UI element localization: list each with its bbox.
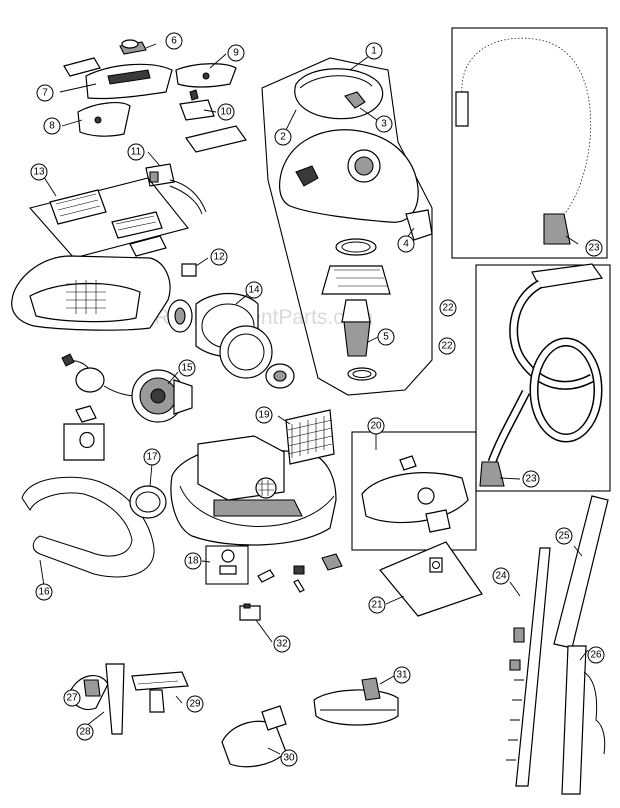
callout-17: 17	[143, 448, 161, 466]
callout-label-20: 20	[370, 421, 382, 432]
hose-assembly-box-a	[451, 27, 608, 259]
callout-19: 19	[255, 406, 273, 424]
callout-label-15: 15	[181, 363, 193, 374]
callout-23a: 23	[585, 239, 603, 257]
callout-18: 18	[184, 552, 202, 570]
motor-housing	[11, 255, 171, 331]
grille-filter	[277, 409, 335, 465]
callout-31: 31	[393, 666, 411, 684]
callout-label-30: 30	[283, 753, 295, 764]
callout-label-21: 21	[371, 600, 383, 611]
callout-label-25: 25	[558, 531, 570, 542]
callout-label-19: 19	[258, 410, 270, 421]
callout-12: 12	[210, 248, 228, 266]
callout-22a: 22	[439, 299, 457, 317]
motor-cord-group	[61, 353, 193, 461]
callout-label-26: 26	[590, 650, 602, 661]
callout-9: 9	[227, 44, 245, 62]
callout-label-32: 32	[276, 639, 288, 650]
callout-2: 2	[274, 128, 292, 146]
vacuum-body	[170, 435, 337, 546]
callouts: 1 2 3 4 5 6 7 8 9 10 11 12 13 14 15 16 1…	[30, 32, 605, 767]
callout-label-1: 1	[371, 46, 377, 57]
callout-label-31: 31	[396, 670, 408, 681]
callout-label-8: 8	[49, 121, 55, 132]
callout-7: 7	[36, 84, 54, 102]
callout-22b: 22	[438, 337, 456, 355]
filter-panel-group	[28, 173, 189, 259]
small-fitting	[181, 257, 209, 277]
wand-tubes	[506, 495, 609, 795]
gasket-ring	[129, 463, 167, 519]
callout-label-3: 3	[381, 119, 387, 130]
callout-label-11: 11	[131, 147, 142, 158]
callout-27: 27	[63, 689, 81, 707]
callout-8: 8	[43, 117, 61, 135]
callout-10: 10	[217, 103, 235, 121]
callout-29: 29	[186, 695, 204, 713]
callout-6: 6	[165, 32, 183, 50]
callout-24: 24	[492, 567, 510, 585]
small-clip	[239, 603, 273, 643]
callout-label-22b: 22	[441, 341, 453, 352]
callout-13: 13	[30, 163, 48, 181]
callout-14: 14	[245, 281, 263, 299]
bumper-strip	[21, 476, 155, 587]
callout-label-29: 29	[189, 699, 201, 710]
callout-label-14: 14	[248, 285, 260, 296]
callout-label-10: 10	[220, 107, 232, 118]
callout-1: 1	[365, 42, 383, 60]
callout-26: 26	[587, 646, 605, 664]
callout-28: 28	[76, 723, 94, 741]
callout-23b: 23	[522, 470, 540, 488]
callout-label-16: 16	[38, 587, 50, 598]
callout-5: 5	[377, 328, 395, 346]
callout-3: 3	[375, 115, 393, 133]
callout-11: 11	[127, 143, 145, 161]
callout-label-9: 9	[233, 48, 239, 59]
small-parts-row	[201, 545, 343, 593]
callout-label-2: 2	[280, 132, 286, 143]
callout-21: 21	[368, 596, 386, 614]
callout-32: 32	[273, 635, 291, 653]
callout-label-13: 13	[33, 167, 45, 178]
callout-25: 25	[555, 527, 573, 545]
callout-label-27: 27	[66, 693, 78, 704]
cleaning-tools	[69, 663, 399, 768]
callout-label-23b: 23	[525, 474, 537, 485]
callout-label-18: 18	[187, 556, 199, 567]
callout-label-22a: 22	[442, 303, 454, 314]
callout-30: 30	[280, 749, 298, 767]
callout-16: 16	[35, 583, 53, 601]
cover-parts-group	[59, 39, 248, 215]
callout-label-6: 6	[171, 36, 177, 47]
callout-label-23a: 23	[588, 243, 600, 254]
motor-assembly	[167, 293, 295, 389]
hose-assembly-box-b	[475, 263, 611, 492]
callout-20: 20	[367, 417, 385, 435]
callout-label-28: 28	[79, 727, 91, 738]
dust-bag	[379, 541, 483, 617]
lid-assembly-box	[351, 431, 477, 551]
callout-4: 4	[397, 235, 415, 253]
callout-label-5: 5	[383, 332, 389, 343]
callout-label-7: 7	[42, 88, 48, 99]
hood-assembly-group	[261, 53, 433, 396]
callout-label-24: 24	[495, 571, 507, 582]
callout-label-12: 12	[213, 252, 225, 263]
callout-15: 15	[178, 359, 196, 377]
callout-label-4: 4	[403, 239, 409, 250]
callout-label-17: 17	[146, 452, 158, 463]
